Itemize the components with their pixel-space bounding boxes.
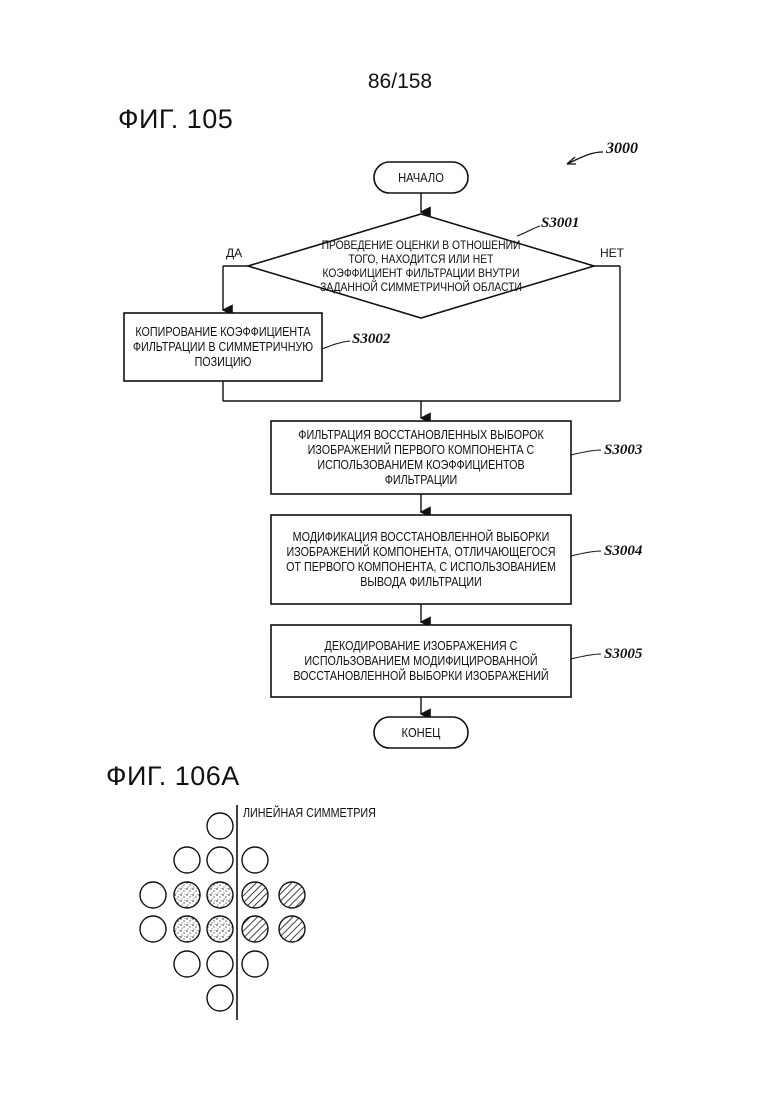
ref-arrow <box>567 152 603 164</box>
coefficient-circle <box>242 951 268 977</box>
coefficient-circle <box>207 951 233 977</box>
end-label: КОНЕЦ <box>381 717 462 748</box>
step-s3003-text: ФИЛЬТРАЦИЯ ВОССТАНОВЛЕННЫХ ВЫБОРОК ИЗОБР… <box>285 423 557 492</box>
coefficient-circle <box>140 882 166 908</box>
coefficient-circle <box>140 916 166 942</box>
coefficient-circle-hatched <box>242 916 268 942</box>
figure-106a-title: ФИГ. 106А <box>106 761 240 792</box>
symmetry-axis-label: ЛИНЕЙНАЯ СИММЕТРИЯ <box>243 806 376 820</box>
no-label: НЕТ <box>600 246 624 260</box>
coefficient-circle-dotted <box>207 882 233 908</box>
coefficient-circle-dotted <box>207 916 233 942</box>
step-label-s3001: S3001 <box>541 215 579 232</box>
coefficient-circle <box>207 847 233 873</box>
start-label: НАЧАЛО <box>381 162 462 193</box>
coefficient-circle <box>174 847 200 873</box>
step-label-s3002: S3002 <box>352 331 390 348</box>
step-s3002-text: КОПИРОВАНИЕ КОЭФФИЦИЕНТА ФИЛЬТРАЦИИ В СИ… <box>133 315 314 379</box>
step-label-s3005: S3005 <box>604 646 642 663</box>
coefficient-circle <box>207 985 233 1011</box>
coefficient-circle-hatched <box>279 916 305 942</box>
step-s3005-text: ДЕКОДИРОВАНИЕ ИЗОБРАЖЕНИЯ С ИСПОЛЬЗОВАНИ… <box>285 627 557 695</box>
step-s3004-text: МОДИФИКАЦИЯ ВОССТАНОВЛЕННОЙ ВЫБОРКИ ИЗОБ… <box>285 517 557 602</box>
coefficient-circle <box>207 813 233 839</box>
step-label-s3003: S3003 <box>604 442 642 459</box>
coefficient-circle-hatched <box>242 882 268 908</box>
coefficient-circles <box>140 813 305 1011</box>
coefficient-circle-dotted <box>174 882 200 908</box>
coefficient-circle <box>174 951 200 977</box>
coefficient-circle <box>242 847 268 873</box>
step-label-s3004: S3004 <box>604 543 642 560</box>
decision-text: ПРОВЕДЕНИЕ ОЦЕНКИ В ОТНОШЕНИИ ТОГО, НАХО… <box>317 230 525 302</box>
coefficient-circle-dotted <box>174 916 200 942</box>
coefficient-circle-hatched <box>279 882 305 908</box>
yes-label: ДА <box>226 246 242 260</box>
